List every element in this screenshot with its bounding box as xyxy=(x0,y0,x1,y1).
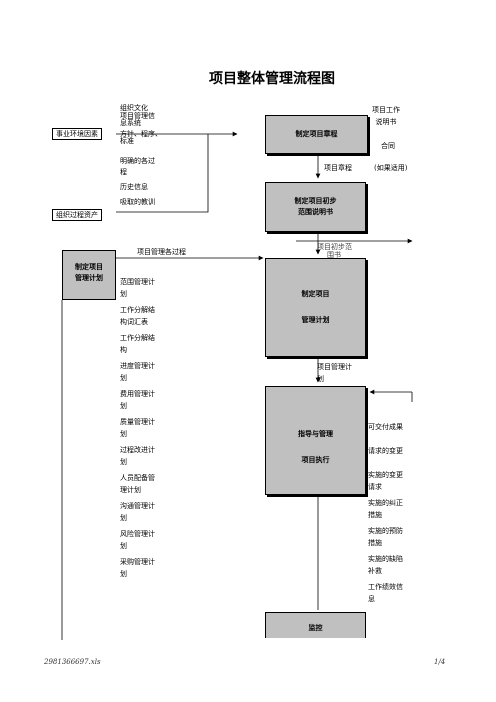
input-item: 明确的各过 xyxy=(120,157,155,165)
subplan-item: 风险管理计 xyxy=(120,530,155,538)
assets-to-charter-line xyxy=(116,134,209,213)
exec-output-item: 实施的变更 xyxy=(368,471,403,479)
subplan-item: 划 xyxy=(120,570,127,578)
exec-output-item: 实施的预防 xyxy=(368,527,403,535)
subplan-item: 过程改进计 xyxy=(120,446,155,454)
subplan-item: 构 xyxy=(120,346,127,354)
org-assets-box: 组织过程资产 xyxy=(52,209,102,221)
subplan-item: 工作分解结 xyxy=(120,306,155,314)
subplan-item: 划 xyxy=(120,458,127,466)
subplan-item: 人员配备管 xyxy=(120,474,155,482)
input-item: 组织文化 xyxy=(120,104,148,112)
exec-output-item: 实施的缺陷 xyxy=(368,555,403,563)
subplan-item: 质量管理计 xyxy=(120,418,155,426)
subplan-item: 构词汇表 xyxy=(120,318,148,326)
subplan-item: 划 xyxy=(120,290,127,298)
enterprise-env-box: 事业环境因素 xyxy=(52,128,102,140)
exec-output-list: 可交付成果 请求的变更 实施的变更 请求 实施的纠正 措施 实施的预防 措施 实… xyxy=(368,421,403,605)
left-input-list: 组织文化 项目管理信 息系统 方针、程序、 标准 xyxy=(120,103,162,145)
input-item: 标准 xyxy=(120,137,134,145)
subplan-item: 费用管理计 xyxy=(120,390,155,398)
input-item: 吸取的教训 xyxy=(120,198,155,206)
sow-label: 项目工作 说明书 xyxy=(372,106,400,126)
exec-output-item: 措施 xyxy=(368,539,382,547)
subplan-item: 划 xyxy=(120,430,127,438)
subplan-item: 进度管理计 xyxy=(120,362,155,370)
subplan-item: 范围管理计 xyxy=(120,278,155,286)
subplan-item: 划 xyxy=(120,402,127,410)
exec-output-item: 工作绩效信 xyxy=(368,583,403,591)
subplan-item: 采购管理计 xyxy=(120,558,155,566)
subplan-item: 沟通管理计 xyxy=(120,502,155,510)
develop-charter-box: 制定项目章程 xyxy=(265,115,368,154)
subprocess-label: 项目管理各过程 xyxy=(137,248,186,256)
subplan-item: 划 xyxy=(120,514,127,522)
left-input-list-2: 明确的各过 程 历史信息 吸取的教训 xyxy=(120,156,155,208)
exec-output-item: 实施的纠正 xyxy=(368,499,403,507)
plan-output-label: 项目管理计 划 xyxy=(317,363,352,383)
contract-label: 合同 xyxy=(381,142,395,150)
exec-output-item: 请求 xyxy=(368,483,382,491)
input-item: 方针、程序、 xyxy=(120,130,162,138)
footer-filename: 2981366697.xls xyxy=(44,658,101,666)
subplan-item: 划 xyxy=(120,374,127,382)
exec-output-item: 请求的变更 xyxy=(368,447,403,455)
subplan-item: 工作分解结 xyxy=(120,334,155,342)
if-applicable-label: (如果适用) xyxy=(374,164,408,172)
charter-output-label: 项目章程 xyxy=(324,164,352,172)
subplan-list: 范围管理计 划 工作分解结 构词汇表 工作分解结 构 进度管理计 划 费用管理计… xyxy=(120,276,155,580)
develop-plan-box: 制定项目 管理计划 xyxy=(265,258,366,357)
exec-output-item: 可交付成果 xyxy=(368,423,403,431)
develop-scope-box: 制定项目初步 范围说明书 xyxy=(265,182,366,232)
subplan-item: 划 xyxy=(120,542,127,550)
direct-execute-box: 指导与管理 项目执行 xyxy=(265,386,366,495)
exec-output-item: 息 xyxy=(368,595,375,603)
subplan-item: 理计划 xyxy=(120,486,141,494)
input-item: 历史信息 xyxy=(120,183,148,191)
footer-page-number: 1/4 xyxy=(434,658,446,666)
input-item: 息系统 xyxy=(120,119,141,127)
input-item: 项目管理信 xyxy=(120,112,155,120)
input-item: 程 xyxy=(120,168,127,176)
monitor-box: 监控 xyxy=(265,612,366,638)
exec-output-item: 措施 xyxy=(368,511,382,519)
plan-left-box: 制定项目 管理计划 xyxy=(62,250,116,300)
scope-output-label: 项目初步范 围书 xyxy=(317,243,352,259)
page-title: 项目整体管理流程图 xyxy=(209,71,335,87)
exec-output-item: 补救 xyxy=(368,567,382,575)
